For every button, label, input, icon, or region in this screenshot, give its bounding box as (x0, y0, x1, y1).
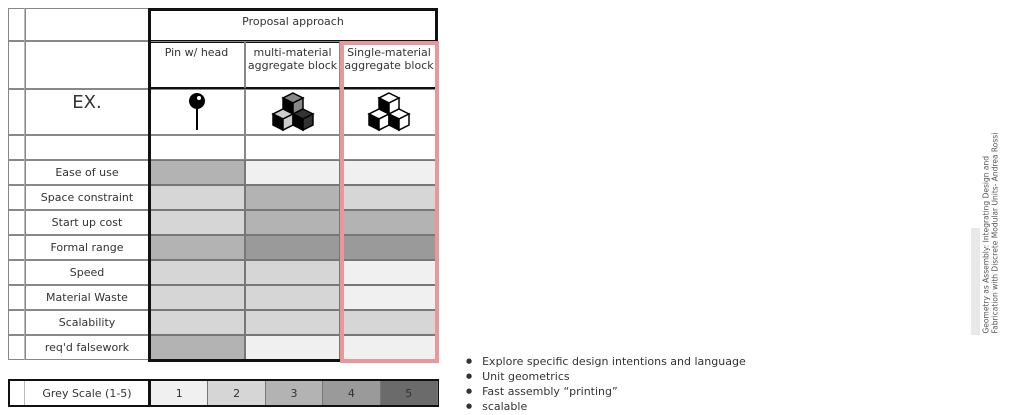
rating-cell (340, 235, 438, 260)
criterion-label: Ease of use (25, 160, 149, 185)
rating-cell (148, 260, 245, 285)
bullet-list: Explore specific design intentions and l… (466, 355, 746, 415)
divider (148, 379, 151, 407)
rating-cell (340, 210, 438, 235)
image-caption: Geometry as Assembly: Integrating Design… (981, 132, 1000, 334)
bullet-item: Explore specific design intentions and l… (466, 355, 746, 370)
rating-cell (245, 235, 340, 260)
rating-cell (245, 210, 340, 235)
rating-cell (148, 310, 245, 335)
rating-cell (245, 160, 340, 185)
bullet-item: scalable (466, 400, 746, 415)
rating-cell (245, 185, 340, 210)
rating-cell (148, 335, 245, 360)
grey-scale-level: 3 (265, 381, 324, 405)
empty-label-cell (25, 41, 149, 89)
highlight-frame (340, 41, 439, 363)
criterion-label: Space constraint (25, 185, 149, 210)
pushpin-icon (148, 89, 245, 135)
row-stub (8, 135, 25, 160)
rating-cell (340, 310, 438, 335)
grey-scale-level: 1 (151, 381, 209, 405)
rating-cell (148, 185, 245, 210)
rating-cell (148, 160, 245, 185)
row-stub (8, 335, 25, 360)
column-header: Single-material aggregate block (340, 41, 438, 89)
rating-cell (245, 260, 340, 285)
rating-cell (245, 335, 340, 360)
criterion-label: req'd falsework (25, 335, 149, 360)
empty-cell (245, 135, 340, 160)
row-stub (8, 235, 25, 260)
criterion-label: Scalability (25, 310, 149, 335)
column-header: Pin w/ head (148, 41, 245, 89)
criterion-label: Formal range (25, 235, 149, 260)
empty-cell (148, 135, 245, 160)
row-stub (8, 310, 25, 335)
criterion-label: Speed (25, 260, 149, 285)
row-stub (8, 41, 25, 89)
column-header: multi-material aggregate block (245, 41, 340, 89)
row-stub (8, 260, 25, 285)
criterion-label: Material Waste (25, 285, 149, 310)
row-stub (8, 8, 25, 41)
divider (148, 359, 343, 362)
row-stub (8, 285, 25, 310)
empty-label-cell (25, 135, 149, 160)
row-stub (8, 381, 25, 405)
grey-scale-frame (8, 379, 439, 407)
grey-scale-level: 4 (323, 381, 381, 405)
row-stub (8, 185, 25, 210)
rating-cell (245, 285, 340, 310)
multi-material-cubes-icon (245, 89, 340, 135)
grey-scale-level: 2 (208, 381, 266, 405)
bullet-item: Unit geometrics (466, 370, 746, 385)
rating-cell (340, 285, 438, 310)
rating-cell (245, 310, 340, 335)
single-material-cubes-icon (340, 89, 438, 135)
criterion-label: Start up cost (25, 210, 149, 235)
rating-cell (148, 285, 245, 310)
row-stub (8, 210, 25, 235)
rating-cell (148, 210, 245, 235)
rating-cell (340, 260, 438, 285)
row-stub (8, 89, 25, 135)
fabrication-photos (971, 228, 980, 335)
divider (148, 8, 151, 362)
example-label: EX. (25, 89, 149, 135)
reference-images (971, 228, 980, 335)
empty-label-cell (25, 8, 149, 41)
grey-scale-level: 5 (380, 381, 438, 405)
rating-cell (148, 235, 245, 260)
grey-scale-label: Grey Scale (1-5) (42, 386, 132, 400)
row-stub (8, 160, 25, 185)
bullet-item: Fast assembly “printing” (466, 385, 746, 400)
group-header: Proposal approach (148, 8, 438, 43)
